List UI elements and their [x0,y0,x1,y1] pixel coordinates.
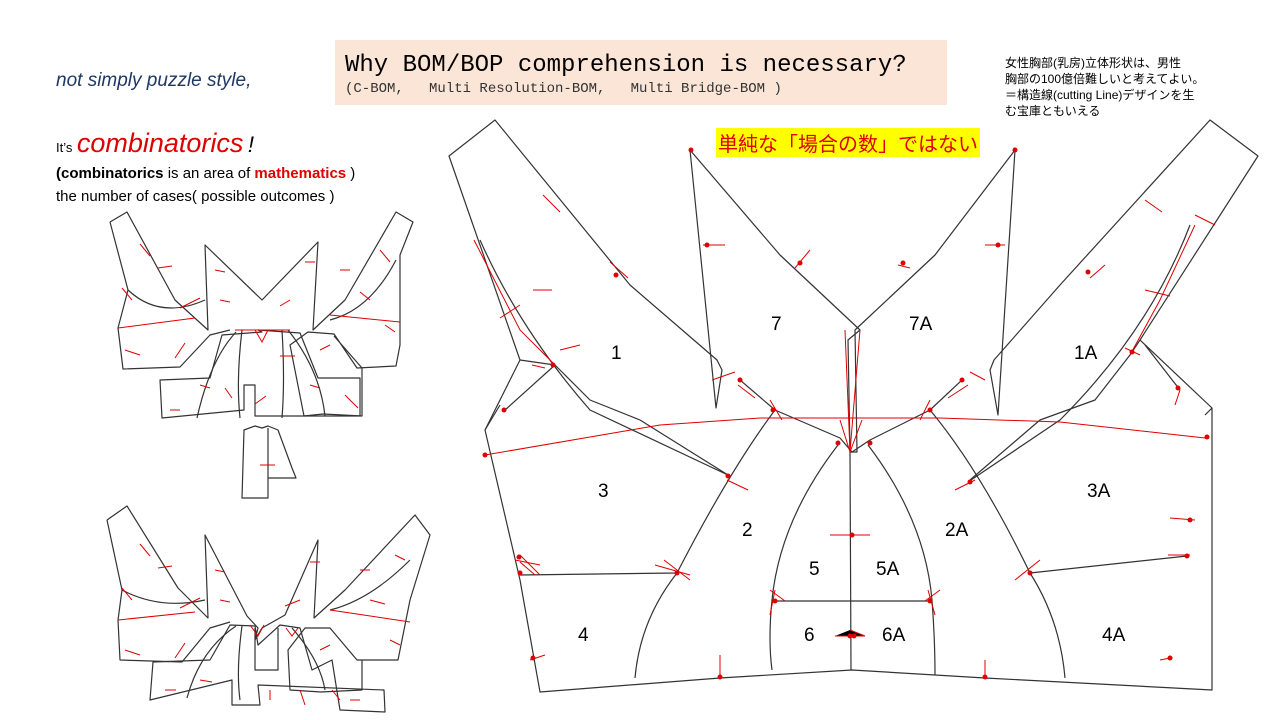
title-box [335,40,947,105]
pattern-outline [149,624,386,713]
japanese-note: 女性胸部(乳房)立体形状は、男性 胸部の100億倍難しいと考えてよい。 ＝構造線… [1005,55,1204,119]
its-text: It’s [56,140,73,155]
def-math: mathematics [254,165,347,182]
cutting-line [249,624,265,637]
page-title: Why BOM/BOP comprehension is necessary? [345,52,907,79]
seam-line [479,239,731,477]
japanese-note-line: む宝庫ともいえる [1005,104,1101,118]
def-term: combinatorics [61,165,164,182]
seam-line [291,627,326,691]
seam-line [519,359,729,476]
cutting-line [329,609,411,623]
seam-line [1144,344,1181,391]
def-close: ) [346,165,356,182]
combinatorics-word: combinatorics [76,128,244,158]
pattern-outline [106,505,431,693]
seam-line [329,559,411,611]
seam-line [967,224,1191,483]
piece-label: 1A [1074,343,1098,364]
piece-label: 2 [742,520,753,541]
page-subtitle: (C-BOM, Multi Resolution-BOM, Multi Brid… [345,81,782,97]
cutting-line [484,417,1206,456]
exclamation-mark: ! [247,132,254,157]
seam-line [237,329,243,419]
cases-text: the number of cases( possible outcomes ) [56,188,335,205]
piece-label: 1 [611,343,622,364]
seam-line [196,331,237,419]
cutting-line [1129,224,1196,356]
piece-label: 5 [809,559,820,580]
seam-line [484,404,501,431]
cutting-line [473,239,556,366]
pattern-outline [109,211,414,417]
cutting-line [329,314,401,323]
combinatorics-definition: (combinatorics is an area of mathematics… [56,165,355,182]
japanese-note-line: ＝構造線(cutting Line)デザインを生 [1005,88,1195,102]
piece-label: 7A [909,314,933,335]
def-mid: is an area of [163,165,255,182]
cutting-line [254,329,269,344]
pattern-outline [109,221,231,370]
pattern-outline [448,119,1259,693]
combinatorics-heading: It’s combinatorics ! [56,128,254,159]
seam-line [1029,572,1066,679]
pattern-outline [241,425,297,499]
seam-line [186,625,237,699]
seam-line [1204,407,1213,416]
seam-line [969,339,1141,481]
pattern-outline [106,519,231,663]
puzzle-text: not simply puzzle style, [56,70,252,91]
seam-line [504,364,556,411]
cutting-line [117,611,196,621]
seam-line [519,409,853,576]
cutting-line [519,554,541,576]
japanese-note-line: 女性胸部(乳房)立体形状は、男性 [1005,56,1181,70]
seam-line [851,409,1031,574]
def-open: ( [56,165,61,182]
seam-line [739,379,776,411]
piece-label: 4A [1102,625,1126,646]
highlight-banner: 単純な「場合の数」ではない [716,128,980,157]
piece-label: 6 [804,625,815,646]
cutting-line [117,317,196,329]
cutting-line [839,419,863,454]
cutting-line [285,627,299,637]
seam-line [867,444,936,676]
seam-line [237,625,243,701]
seam-line [329,259,397,321]
seam-line [287,329,326,417]
piece-label: 6A [882,625,906,646]
seam-line [254,628,279,671]
seam-line [1029,555,1188,574]
japanese-note-line: 胸部の100億倍難しいと考えてよい。 [1005,72,1205,86]
pattern-outline [159,329,361,419]
piece-label: 2A [945,520,969,541]
piece-label: 7 [771,314,782,335]
seam-line [281,329,285,419]
seam-line [121,589,206,604]
seam-line [929,379,963,411]
piece-label: 4 [578,625,589,646]
cutting-line [844,329,861,453]
seam-line [634,572,678,679]
piece-label: 5A [876,559,900,580]
piece-label: 3A [1087,481,1111,502]
seam-line [127,289,206,309]
piece-label: 3 [598,481,609,502]
seam-line [769,444,839,671]
